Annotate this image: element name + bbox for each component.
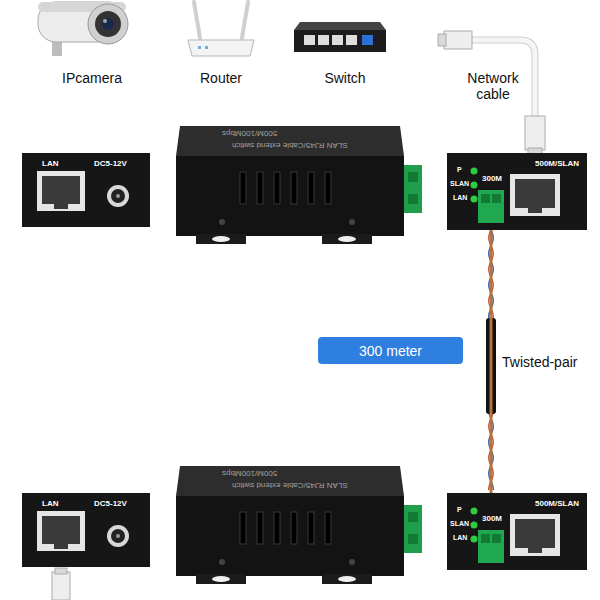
panel-label: 300M [482, 175, 502, 184]
network-plug [52, 568, 70, 600]
end-panel: P SLAN LAN 500M/SLAN 300M [447, 153, 587, 230]
distance-tag: 300 meter [318, 337, 463, 364]
product-print: 500M/100Mbps [222, 129, 277, 138]
product-print: SLAN RJ45/Cable extend switch [232, 141, 348, 150]
panel-label: 500M/SLAN [535, 500, 579, 509]
panel-label: SLAN [450, 520, 469, 528]
extender-unit [22, 466, 587, 584]
device-name: Switch [324, 70, 365, 86]
product-print: 500M/100Mbps [222, 469, 277, 478]
panel-label: LAN [453, 194, 467, 202]
panel-label: 300M [482, 515, 502, 524]
panel-label: 500M/SLAN [535, 160, 579, 169]
router-icon [188, 2, 254, 56]
product-print: SLAN RJ45/Cable extend switch [232, 481, 348, 490]
panel-label: P [457, 166, 462, 174]
panel-label: DC5-12V [94, 500, 127, 509]
end-panel: LAN DC5-12V [22, 153, 150, 227]
panel-label: LAN [42, 160, 58, 169]
switch-icon [294, 22, 386, 52]
end-panel: LAN DC5-12V [22, 493, 150, 567]
distance-label: 300 meter [359, 343, 422, 359]
end-panel: P SLAN LAN 500M/SLAN 300M [447, 493, 587, 570]
extender-unit [22, 126, 587, 244]
network-cable [438, 31, 545, 158]
device-name: Network cable [460, 70, 526, 102]
camera-icon [38, 2, 128, 56]
panel-label: LAN [453, 534, 467, 542]
twisted-pair-cable [490, 230, 493, 493]
cable-label: Twisted-pair [500, 354, 579, 370]
device-name: IPcamera [62, 70, 122, 86]
device-name: Router [200, 70, 242, 86]
panel-label: SLAN [450, 180, 469, 188]
panel-label: DC5-12V [94, 160, 127, 169]
panel-label: LAN [42, 500, 58, 509]
panel-label: P [457, 506, 462, 514]
